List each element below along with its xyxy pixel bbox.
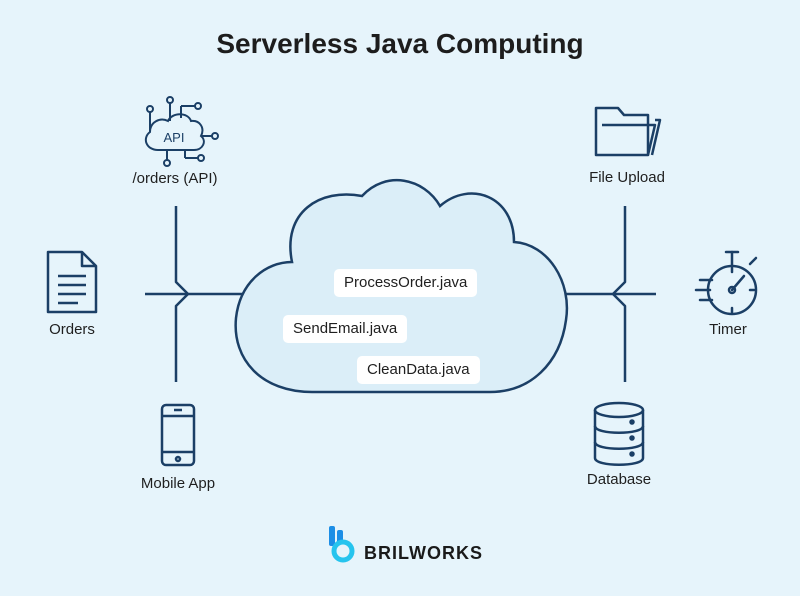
function-pill: SendEmail.java	[283, 315, 408, 343]
api-label: /orders (API)	[132, 170, 218, 187]
api-icon	[144, 96, 219, 167]
function-pill: CleanData.java	[357, 356, 480, 384]
page-title: Serverless Java Computing	[216, 28, 584, 59]
database-icon	[593, 401, 645, 466]
mobile-app-label: Mobile App	[140, 475, 216, 492]
folder-icon	[594, 106, 662, 157]
api-icon-text: API	[164, 130, 185, 145]
mobile-phone-icon	[160, 403, 196, 467]
document-icon	[46, 250, 98, 314]
function-pill: ProcessOrder.java	[334, 269, 478, 297]
file-upload-label: File Upload	[589, 169, 665, 186]
orders-label: Orders	[49, 321, 95, 338]
stopwatch-icon	[694, 250, 758, 316]
database-label: Database	[586, 471, 652, 488]
connector-lines	[145, 206, 656, 382]
brand-name: BRILWORKS	[364, 543, 483, 563]
timer-label: Timer	[709, 321, 747, 338]
brilworks-logo-icon	[329, 526, 355, 563]
